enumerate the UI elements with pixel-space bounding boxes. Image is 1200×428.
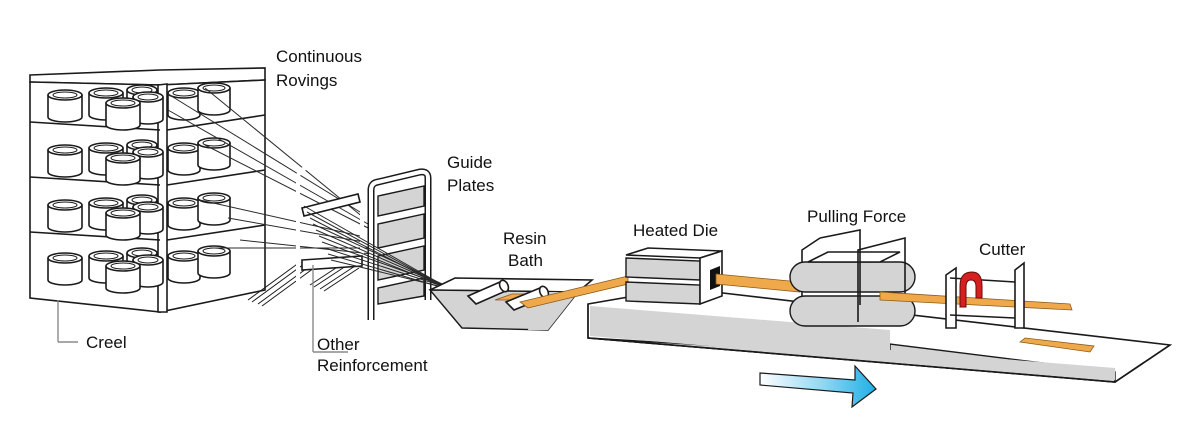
roving-fibre (204, 144, 373, 231)
label-guide-plates-1: Guide (447, 153, 492, 172)
resin-bath (428, 277, 595, 331)
flow-direction-arrow (759, 364, 877, 409)
label-resin-bath-2: Bath (508, 251, 543, 270)
roving-spool (197, 245, 231, 279)
pullers (789, 229, 916, 327)
label-other-reinforcement-2: Reinforcement (317, 356, 428, 375)
roving-spool (197, 192, 231, 226)
machine-bed (587, 287, 1173, 383)
cutter (945, 261, 1025, 329)
label-continuous-rovings-1: Continuous (276, 47, 362, 66)
creel (29, 67, 266, 313)
profile-cured (715, 273, 801, 293)
roving-spool (167, 197, 201, 231)
roving-spool (167, 142, 201, 176)
label-guide-plates-2: Plates (447, 176, 494, 195)
roving-spool (47, 89, 83, 123)
roving-spool (47, 199, 83, 233)
heated-die (625, 247, 723, 306)
label-heated-die: Heated Die (633, 221, 718, 240)
label-resin-bath-1: Resin (503, 229, 546, 248)
label-other-reinforcement-1: Other (317, 335, 360, 354)
other-reinforcement-mats (247, 261, 360, 307)
roving-spool (167, 250, 201, 284)
label-cutter: Cutter (979, 240, 1026, 259)
roving-spool (197, 82, 231, 116)
cut-piece (1019, 337, 1095, 353)
roving-spool (105, 152, 141, 186)
roving-fibre (167, 93, 361, 213)
roving-spool (105, 97, 141, 131)
roving-fibre (204, 87, 365, 219)
label-creel: Creel (86, 333, 127, 352)
roving-spool (47, 144, 83, 178)
roving-spool (105, 207, 141, 241)
guide-plates (296, 153, 432, 320)
roving-spool (105, 260, 141, 294)
roving-spools (47, 82, 231, 294)
label-pulling-force: Pulling Force (807, 207, 906, 226)
roving-spool (47, 252, 83, 286)
label-continuous-rovings-2: Rovings (276, 71, 337, 90)
